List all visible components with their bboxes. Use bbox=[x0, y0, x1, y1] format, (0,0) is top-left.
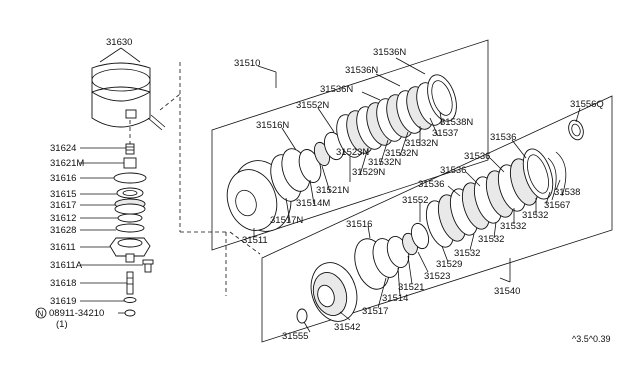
label-31538n: 31538N bbox=[440, 117, 473, 128]
label-31523: 31523 bbox=[424, 271, 450, 282]
label-31532-d: 31532 bbox=[454, 248, 480, 259]
label-31532n-c: 31532N bbox=[368, 157, 401, 168]
clutch-plates-upper bbox=[336, 74, 457, 158]
label-31621m: 31621M bbox=[50, 158, 84, 169]
diagram-code: ^3.5^0.39 bbox=[572, 334, 610, 344]
label-31536n-b: 31536N bbox=[345, 65, 378, 76]
label-31555: 31555 bbox=[282, 331, 308, 342]
label-31536-d: 31536 bbox=[418, 179, 444, 190]
label-31532-a: 31532 bbox=[522, 210, 548, 221]
label-31532-c: 31532 bbox=[478, 234, 504, 245]
label-31532-b: 31532 bbox=[500, 221, 526, 232]
label-31536n-c: 31536N bbox=[320, 84, 353, 95]
label-31537: 31537 bbox=[432, 128, 458, 139]
label-31536-c: 31536 bbox=[440, 165, 466, 176]
label-31532n-a: 31532N bbox=[405, 138, 438, 149]
label-31529n: 31529N bbox=[352, 167, 385, 178]
label-31552n: 31552N bbox=[296, 100, 329, 111]
label-31624: 31624 bbox=[50, 143, 76, 154]
label-31538: 31538 bbox=[554, 187, 580, 198]
label-31532n-b: 31532N bbox=[385, 148, 418, 159]
label-31536n-a: 31536N bbox=[373, 47, 406, 58]
label-31511: 31511 bbox=[242, 235, 268, 246]
label-31516: 31516 bbox=[346, 219, 372, 230]
label-31521n: 31521N bbox=[316, 185, 349, 196]
label-31630: 31630 bbox=[106, 37, 132, 48]
label-31556q: 31556Q bbox=[570, 99, 604, 110]
label-31510: 31510 bbox=[234, 58, 260, 69]
clutch-plates-lower bbox=[425, 148, 554, 248]
label-31628: 31628 bbox=[50, 225, 76, 236]
label-31517n: 31517N bbox=[270, 215, 303, 226]
label-31615: 31615 bbox=[50, 189, 76, 200]
label-31618: 31618 bbox=[50, 278, 76, 289]
label-31516n: 31516N bbox=[256, 120, 289, 131]
label-31567: 31567 bbox=[544, 200, 570, 211]
label-31612: 31612 bbox=[50, 213, 76, 224]
label-31542: 31542 bbox=[334, 322, 360, 333]
label-08911-group: N 08911-34210 (1) bbox=[35, 307, 104, 330]
front-clutch-box bbox=[211, 39, 489, 251]
label-31514: 31514 bbox=[382, 293, 408, 304]
label-31529: 31529 bbox=[436, 259, 462, 270]
brake-band-31630 bbox=[91, 62, 151, 128]
label-31611a: 31611A bbox=[50, 260, 83, 271]
label-31619: 31619 bbox=[50, 296, 76, 307]
leaders-lower bbox=[303, 107, 581, 333]
leaders-left bbox=[80, 47, 143, 314]
clutch-hub-31542 bbox=[310, 262, 358, 322]
label-31552: 31552 bbox=[402, 195, 428, 206]
servo-assembly bbox=[91, 62, 166, 317]
label-31521: 31521 bbox=[398, 282, 424, 293]
label-08911-34210: 08911-34210 bbox=[49, 308, 104, 319]
label-31517: 31517 bbox=[362, 306, 388, 317]
label-31536-a: 31536 bbox=[490, 132, 516, 143]
leaders-upper bbox=[253, 57, 443, 236]
label-08911-qty: (1) bbox=[56, 319, 68, 330]
label-31540: 31540 bbox=[494, 286, 520, 297]
label-31523n: 31523N bbox=[336, 147, 369, 158]
front-clutch-parts bbox=[226, 74, 457, 232]
label-31514m: 31514M bbox=[296, 198, 330, 209]
label-31536-b: 31536 bbox=[464, 151, 490, 162]
label-31611: 31611 bbox=[50, 242, 76, 253]
label-31616: 31616 bbox=[50, 173, 76, 184]
n-prefix-symbol: N bbox=[38, 310, 44, 319]
rear-clutch-parts bbox=[296, 119, 584, 324]
label-31617: 31617 bbox=[50, 200, 76, 211]
rear-clutch-box bbox=[261, 95, 613, 343]
servo-stack bbox=[109, 143, 154, 317]
